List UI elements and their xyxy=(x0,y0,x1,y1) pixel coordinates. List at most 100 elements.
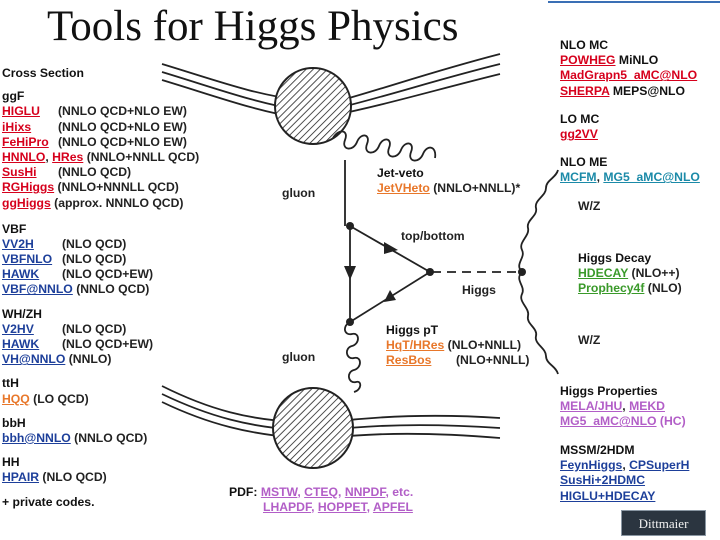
tool-link[interactable]: SusHi xyxy=(2,165,37,180)
tool-link[interactable]: VH@NNLO xyxy=(2,352,66,367)
tool-link[interactable]: CTEQ xyxy=(304,485,339,499)
tool-link[interactable]: LHAPDF xyxy=(263,500,312,515)
tool-desc: (NNLO+NNNLL QCD) xyxy=(57,180,179,195)
tool-link[interactable]: ResBos xyxy=(386,353,432,368)
lo-mc-block: LO MC gg2VV xyxy=(560,112,599,142)
tool-link[interactable]: HIGLU xyxy=(560,488,598,503)
tool-link[interactable]: HAWK xyxy=(2,337,40,351)
higgs-label: Higgs xyxy=(462,283,496,297)
list-item: SHERPA MEPS@NLO xyxy=(560,84,697,99)
higgs-properties-heading: Higgs Properties xyxy=(560,384,658,398)
tool-link[interactable]: SHERPA xyxy=(560,83,610,98)
pdf-label: PDF: xyxy=(229,485,258,499)
tool-link[interactable]: APFEL xyxy=(372,500,413,515)
tool-desc: (NLO QCD) xyxy=(42,470,107,485)
tool-link[interactable]: 2HDMC xyxy=(601,473,646,488)
tool-link[interactable]: SusHi xyxy=(560,473,595,488)
tool-link[interactable]: HNNLO xyxy=(2,149,46,164)
tool-link[interactable]: MCFM xyxy=(560,170,597,185)
author-badge: Dittmaier xyxy=(621,510,706,536)
tool-desc: (LO QCD) xyxy=(33,391,89,406)
tool-link[interactable]: HDECAY xyxy=(605,488,656,503)
tool-desc: (NLO QCD+EW) xyxy=(62,267,154,282)
tool-link[interactable]: MG5_aMC@NLO xyxy=(560,414,657,429)
tool-link[interactable]: HQQ xyxy=(2,391,30,406)
tool-link[interactable]: POWHEG xyxy=(560,53,616,68)
tool-link[interactable]: FeHiPro xyxy=(2,134,49,149)
tool-desc: (NNLO+NNLL)* xyxy=(433,181,521,196)
list-item: MELA/JHU, MEKD xyxy=(560,399,686,414)
tool-link[interactable]: MG5_aMC@NLO xyxy=(603,170,700,185)
mssm-heading: MSSM/2HDM xyxy=(560,443,635,457)
higgs-decay-heading: Higgs Decay xyxy=(578,251,652,265)
nlo-mc-block: NLO MC POWHEG MiNLO MadGrapn5_aMC@NLO SH… xyxy=(560,38,697,99)
list-item: VV2H(NLO QCD) xyxy=(2,237,199,252)
tool-desc: (NLO) xyxy=(647,281,682,296)
list-item: VH@NNLO (NNLO) xyxy=(2,352,199,367)
tool-link[interactable]: ggHiggs xyxy=(2,195,51,210)
tool-link[interactable]: CPSuperH xyxy=(629,458,690,473)
tool-desc: (NNLO) xyxy=(68,352,112,367)
tool-desc: (NNLO QCD+NLO EW) xyxy=(58,134,187,149)
tool-desc: (NNLO QCD+NLO EW) xyxy=(58,104,187,119)
list-item: ggHiggs (approx. NNNLO QCD) xyxy=(2,196,199,211)
tool-link[interactable]: JetVHeto xyxy=(377,181,430,196)
wz-top-line xyxy=(518,169,559,273)
list-item: HqT/HRes (NLO+NNLL) xyxy=(386,338,521,353)
list-item: HIGLU (NNLO QCD+NLO EW) xyxy=(2,104,199,119)
tool-desc: (NLO+NNLL) xyxy=(456,353,530,368)
tool-desc: (NNLO QCD) xyxy=(58,165,132,180)
tool-link[interactable]: MEKD xyxy=(629,399,665,414)
tool-link[interactable]: RGHiggs xyxy=(2,180,55,195)
list-item: HIGLU+HDECAY xyxy=(560,489,689,504)
higgs-properties-block: Higgs Properties MELA/JHU, MEKD MG5_aMC@… xyxy=(560,384,686,430)
tool-link[interactable]: Prophecy4f xyxy=(578,281,645,296)
jet-veto-block: Jet-veto JetVHeto (NNLO+NNLL)* xyxy=(377,166,520,196)
tool-desc: (NNLO QCD) xyxy=(74,430,148,445)
tool-link[interactable]: FeynHiggs xyxy=(560,458,623,473)
separator: , xyxy=(622,458,626,473)
jet-veto-heading: Jet-veto xyxy=(377,166,424,180)
separator: + xyxy=(597,488,606,503)
whzh-heading: WH/ZH xyxy=(2,306,42,321)
tool-link[interactable]: HOPPET xyxy=(317,500,367,515)
tool-desc: (NLO QCD) xyxy=(62,252,127,267)
tool-link[interactable]: bbh@NNLO xyxy=(2,430,71,445)
list-item: HPAIR (NLO QCD) xyxy=(2,470,199,485)
author-name: Dittmaier xyxy=(638,516,689,531)
lo-mc-heading: LO MC xyxy=(560,112,600,126)
tool-desc: (approx. NNNLO QCD) xyxy=(54,195,184,210)
tool-link[interactable]: gg2VV xyxy=(560,127,598,142)
tool-link[interactable]: V2HV xyxy=(2,321,34,336)
tool-link[interactable]: HAWK xyxy=(2,267,40,282)
tool-link[interactable]: iHixs xyxy=(2,119,32,134)
separator: + xyxy=(594,473,602,488)
tool-link[interactable]: MadGrapn5_aMC@NLO xyxy=(560,68,698,83)
slide-title: Tools for Higgs Physics xyxy=(47,3,459,50)
tool-link[interactable]: HPAIR xyxy=(2,470,40,485)
list-item: V2HV(NLO QCD) xyxy=(2,322,199,337)
bottom-gluon xyxy=(344,321,362,393)
tool-link[interactable]: HDECAY xyxy=(578,266,629,281)
gluon-label-bottom: gluon xyxy=(282,350,316,364)
tool-link[interactable]: HqT xyxy=(386,338,410,353)
tool-link[interactable]: VBFNLO xyxy=(2,252,53,267)
list-item: MCFM, MG5_aMC@NLO xyxy=(560,170,700,185)
tool-link[interactable]: HRes xyxy=(52,149,84,164)
tool-link[interactable]: MSTW xyxy=(260,485,298,499)
tool-desc: (NLO++) xyxy=(631,266,680,281)
list-item: ResBos (NLO+NNLL) xyxy=(386,353,529,368)
vertex-dot xyxy=(426,268,434,276)
tool-name: MiNLO xyxy=(618,53,659,68)
tool-link[interactable]: VV2H xyxy=(2,236,34,251)
tool-link[interactable]: MELA/JHU xyxy=(560,399,623,414)
tool-link[interactable]: HIGLU xyxy=(2,104,40,119)
vbf-heading: VBF xyxy=(2,221,27,236)
tool-link[interactable]: VBF@NNLO xyxy=(2,282,73,297)
vertex-dot xyxy=(346,318,354,326)
tool-link[interactable]: HRes xyxy=(413,338,445,353)
list-item: VBFNLO (NLO QCD) xyxy=(2,252,199,267)
tool-link[interactable]: NNPDF xyxy=(344,485,386,499)
list-item: RGHiggs (NNLO+NNNLL QCD) xyxy=(2,180,199,195)
